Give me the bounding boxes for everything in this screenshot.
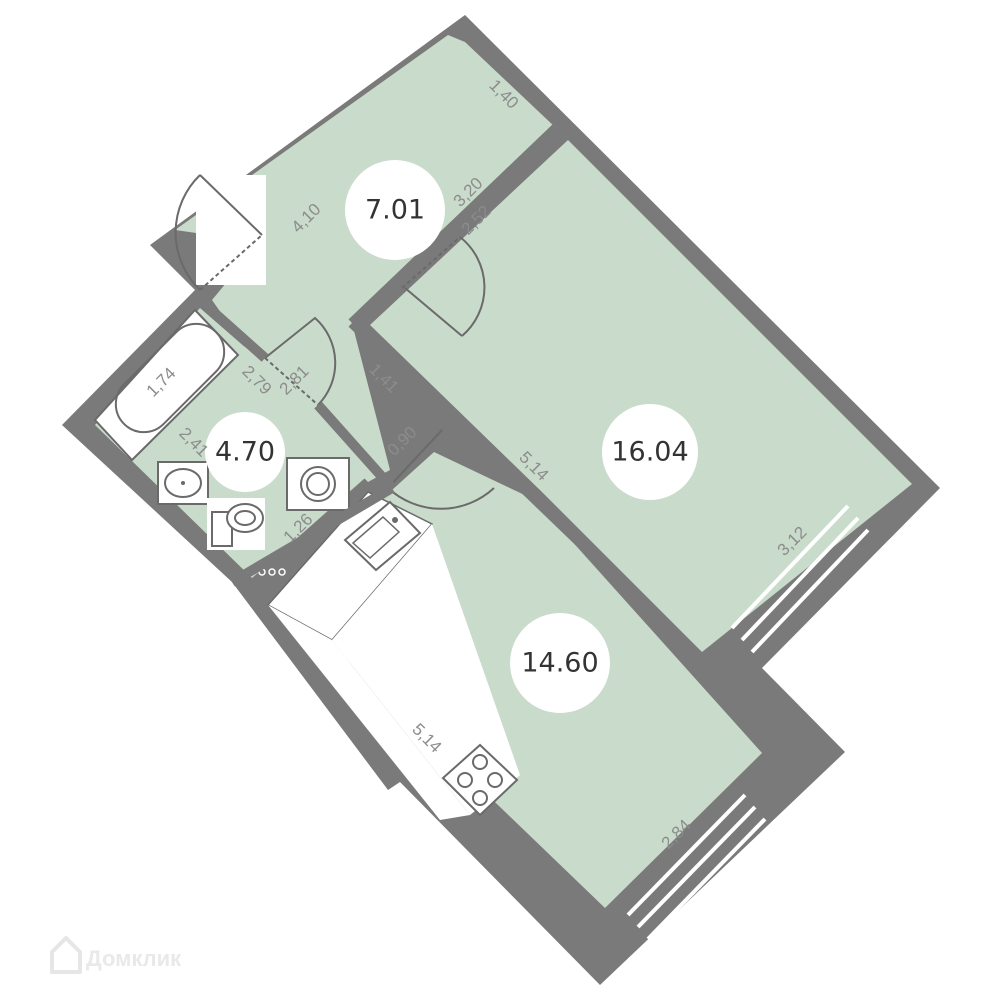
bedroom-door — [401, 236, 486, 337]
bedroom-window — [730, 504, 870, 654]
room-kitchen[interactable]: 14.60 — [510, 613, 610, 713]
entrance-door — [174, 174, 266, 291]
watermark: Домклик — [50, 936, 182, 974]
room-hall[interactable]: 7.01 — [345, 160, 445, 260]
kitchen-window — [626, 793, 767, 941]
washing-machine — [286, 457, 350, 511]
sink — [157, 461, 209, 505]
hall-floor — [175, 35, 556, 482]
interior-walls — [196, 124, 706, 664]
kitchen-door — [387, 429, 495, 510]
stove — [441, 743, 519, 817]
room-area-label: 7.01 — [365, 195, 425, 226]
bathtub — [93, 308, 240, 462]
kitchen-sink — [343, 500, 422, 572]
room-bedroom[interactable]: 16.04 — [602, 404, 698, 500]
bedroom-floor — [370, 140, 912, 652]
home-icon — [50, 936, 82, 974]
toilet — [207, 498, 265, 550]
ventilation-shaft — [258, 568, 286, 576]
bathroom-door — [264, 316, 337, 406]
room-area-label: 4.70 — [215, 437, 275, 468]
room-bathroom[interactable]: 4.70 — [205, 412, 285, 492]
room-area-label: 16.04 — [611, 437, 688, 468]
room-area-label: 14.60 — [521, 648, 598, 679]
watermark-text: Домклик — [86, 946, 182, 971]
